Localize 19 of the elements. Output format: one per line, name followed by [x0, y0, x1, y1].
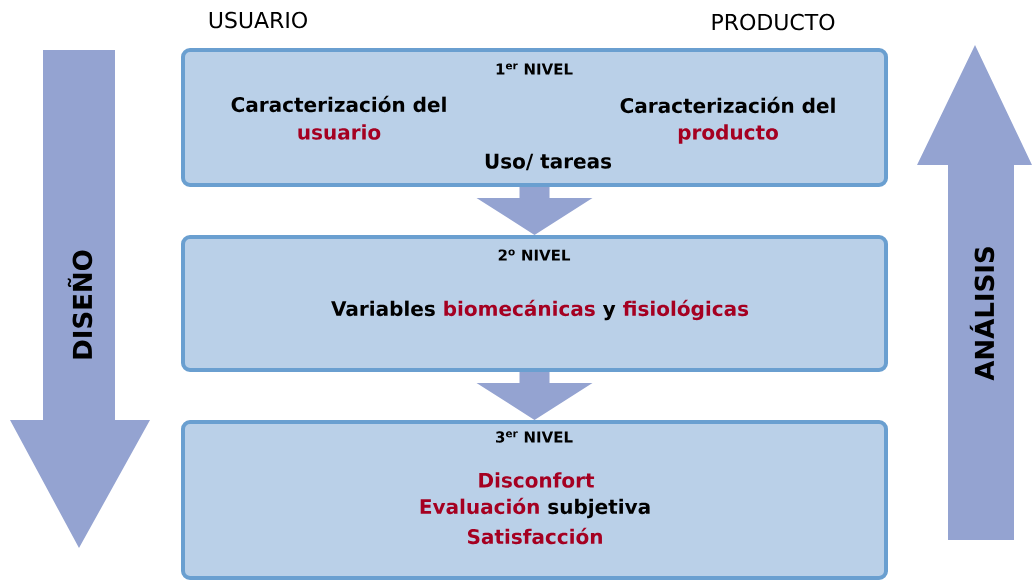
box-text: Caracterización del [620, 96, 835, 114]
box-text: Disconfort [479, 472, 595, 488]
box-text: usuario [298, 124, 381, 140]
axis-label: USUARIO [209, 11, 307, 29]
node-label: Variables [331, 300, 435, 317]
box-text: Evaluación subjetiva [420, 497, 650, 519]
level-heading: 1$^{er}$ NIVEL [496, 63, 573, 75]
box-text: Variables biomecánicas y fisiológicas [331, 299, 749, 321]
node-label: biomecánicas [444, 299, 595, 317]
block-arrow [476, 372, 593, 420]
block-arrow [476, 187, 593, 235]
box-text: Uso/ tareas [485, 153, 612, 171]
box-text: Caracterización del [231, 95, 446, 113]
node-label: fisiológicas [623, 299, 749, 321]
level-heading: 2$^{o}$ NIVEL [498, 249, 571, 261]
box-text: Satisfacción [467, 527, 602, 545]
box-text: producto [678, 124, 778, 144]
node-label: y [602, 304, 616, 321]
level-heading: 3$^{er}$ NIVEL [496, 431, 573, 443]
